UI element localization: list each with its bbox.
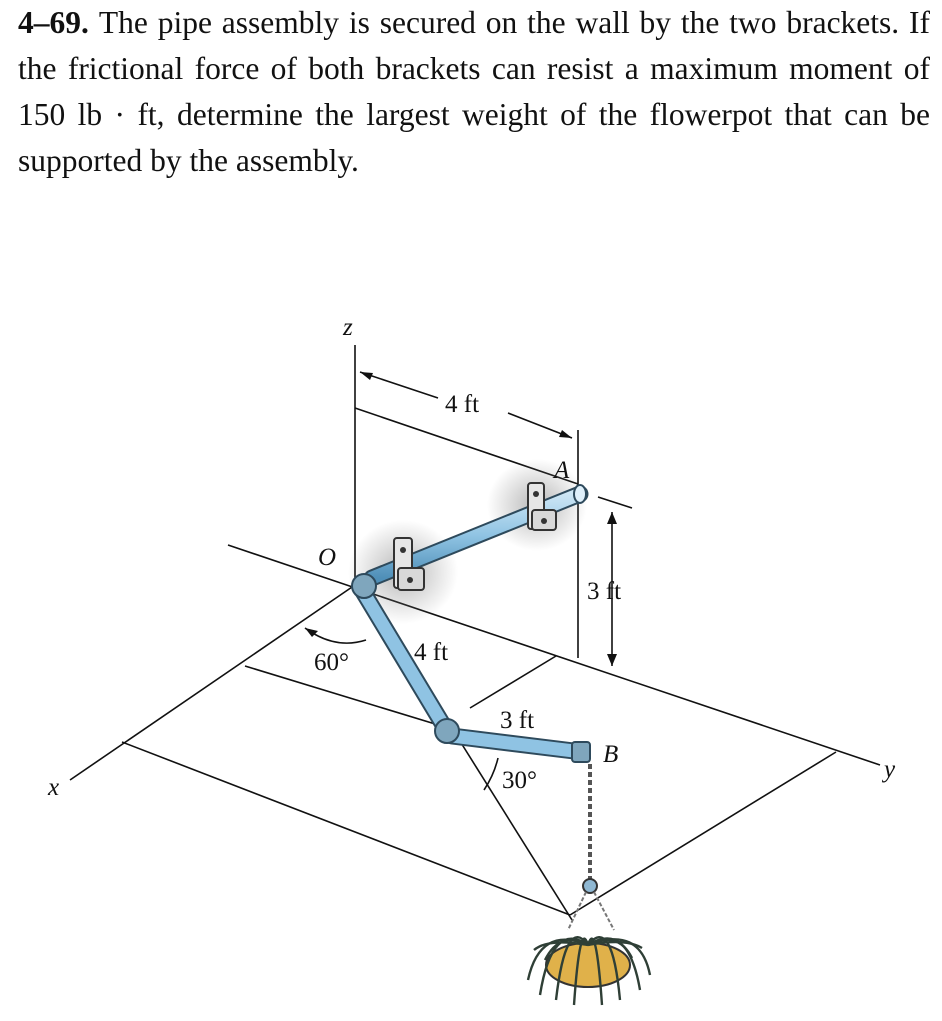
axis-x-label: x: [47, 774, 59, 801]
flowerpot: [526, 936, 652, 1006]
bracket-a: [527, 482, 557, 531]
axis-y-label: y: [881, 756, 896, 783]
axis-z-label: z: [342, 314, 353, 341]
point-b-label: B: [603, 741, 618, 768]
dimension-lines: [304, 371, 633, 791]
elbow-fitting-o: [351, 573, 377, 599]
angle-30-label: 30°: [502, 767, 537, 794]
point-o-label: O: [318, 544, 336, 571]
dim-top-label: 4 ft: [445, 391, 479, 418]
pipe-cap-b: [571, 741, 591, 763]
axis-lines: [69, 345, 881, 921]
problem-number: 4–69.: [18, 5, 89, 40]
angle-60-label: 60°: [314, 649, 349, 676]
elbow-fitting-lower: [434, 718, 460, 744]
hanging-chain: [567, 764, 615, 931]
point-a-label: A: [552, 457, 570, 484]
dim-vertical-label: 3 ft: [587, 578, 621, 605]
dim-pipe-diagonal-label: 4 ft: [414, 639, 448, 666]
problem-statement: 4–69.The pipe assembly is secured on the…: [18, 0, 930, 184]
bracket-o: [393, 537, 425, 591]
problem-text: The pipe assembly is secured on the wall…: [18, 5, 930, 178]
dim-pipe-short-label: 3 ft: [500, 707, 534, 734]
